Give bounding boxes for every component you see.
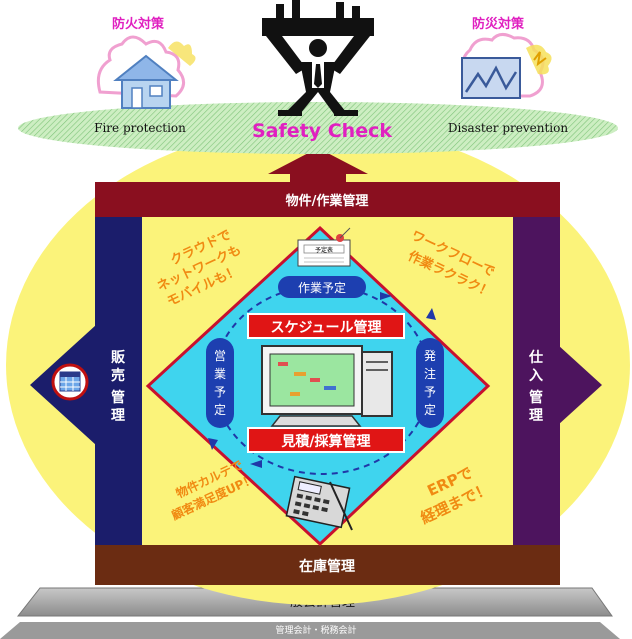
right-band-label: 仕 入 管 理 bbox=[528, 349, 543, 424]
fire-title: 防火対策 bbox=[112, 16, 165, 32]
right-band-char: 仕 bbox=[528, 349, 543, 366]
schedule-box bbox=[247, 313, 405, 339]
sales-plan-label: 営 業 予 定 bbox=[214, 349, 226, 417]
calculator-icon bbox=[285, 475, 353, 531]
disaster-caption: Disaster prevention bbox=[448, 121, 568, 135]
up-arrow bbox=[268, 148, 368, 190]
safety-platform bbox=[18, 102, 618, 154]
order-plan-label: 発 注 予 定 bbox=[424, 349, 436, 417]
sales-plan-char: 営 bbox=[214, 349, 226, 363]
right-band-char: 理 bbox=[529, 408, 543, 424]
disaster-icon bbox=[461, 33, 552, 99]
order-plan-pill bbox=[416, 338, 444, 428]
base-slab-bottom bbox=[0, 622, 620, 639]
schedule-label: スケジュール管理 bbox=[270, 319, 381, 336]
work-plan-label: 作業予定 bbox=[298, 280, 346, 295]
calendar-icon bbox=[51, 363, 89, 401]
bottom-band-label: 在庫管理 bbox=[299, 558, 355, 575]
schedule-paper-label: 予定表 bbox=[315, 246, 333, 254]
top-band-label: 物件/作業管理 bbox=[286, 193, 369, 209]
left-band-char: 管 bbox=[111, 389, 125, 406]
work-plan-pill bbox=[278, 276, 366, 298]
frame-bottom-band bbox=[95, 545, 560, 585]
order-plan-char: 定 bbox=[424, 402, 436, 417]
estimate-box bbox=[247, 427, 405, 453]
frame-left-band bbox=[95, 215, 142, 553]
disaster-title: 防災対策 bbox=[472, 16, 525, 32]
order-plan-char: 発 bbox=[424, 349, 436, 363]
right-band-char: 管 bbox=[529, 389, 543, 406]
flow-arrowheads bbox=[208, 292, 436, 468]
right-band-char: 入 bbox=[529, 368, 543, 384]
sales-plan-char: 予 bbox=[214, 385, 226, 399]
strongman-icon bbox=[262, 0, 374, 116]
sales-plan-char: 業 bbox=[214, 367, 226, 381]
sales-plan-char: 定 bbox=[214, 402, 226, 417]
safety-check-title: Safety Check bbox=[252, 120, 392, 142]
house-fire-icon bbox=[96, 35, 196, 109]
fire-caption: Fire protection bbox=[94, 121, 186, 135]
sales-plan-pill bbox=[206, 338, 234, 428]
frame-top-band bbox=[95, 182, 560, 217]
computer-icon bbox=[261, 345, 393, 427]
order-plan-char: 注 bbox=[424, 366, 436, 381]
left-band-label: 販 売 管 理 bbox=[111, 349, 126, 424]
base-sub-accounting-label: 管理会計・税務会計 bbox=[275, 624, 356, 636]
frame-right-band bbox=[513, 215, 560, 553]
schedule-paper-icon: 予定表 bbox=[297, 227, 351, 267]
estimate-label: 見積/採算管理 bbox=[280, 433, 370, 450]
left-band-char: 理 bbox=[111, 408, 125, 424]
left-band-char: 販 bbox=[111, 349, 126, 366]
order-plan-char: 予 bbox=[424, 385, 436, 399]
left-band-char: 売 bbox=[111, 367, 125, 384]
